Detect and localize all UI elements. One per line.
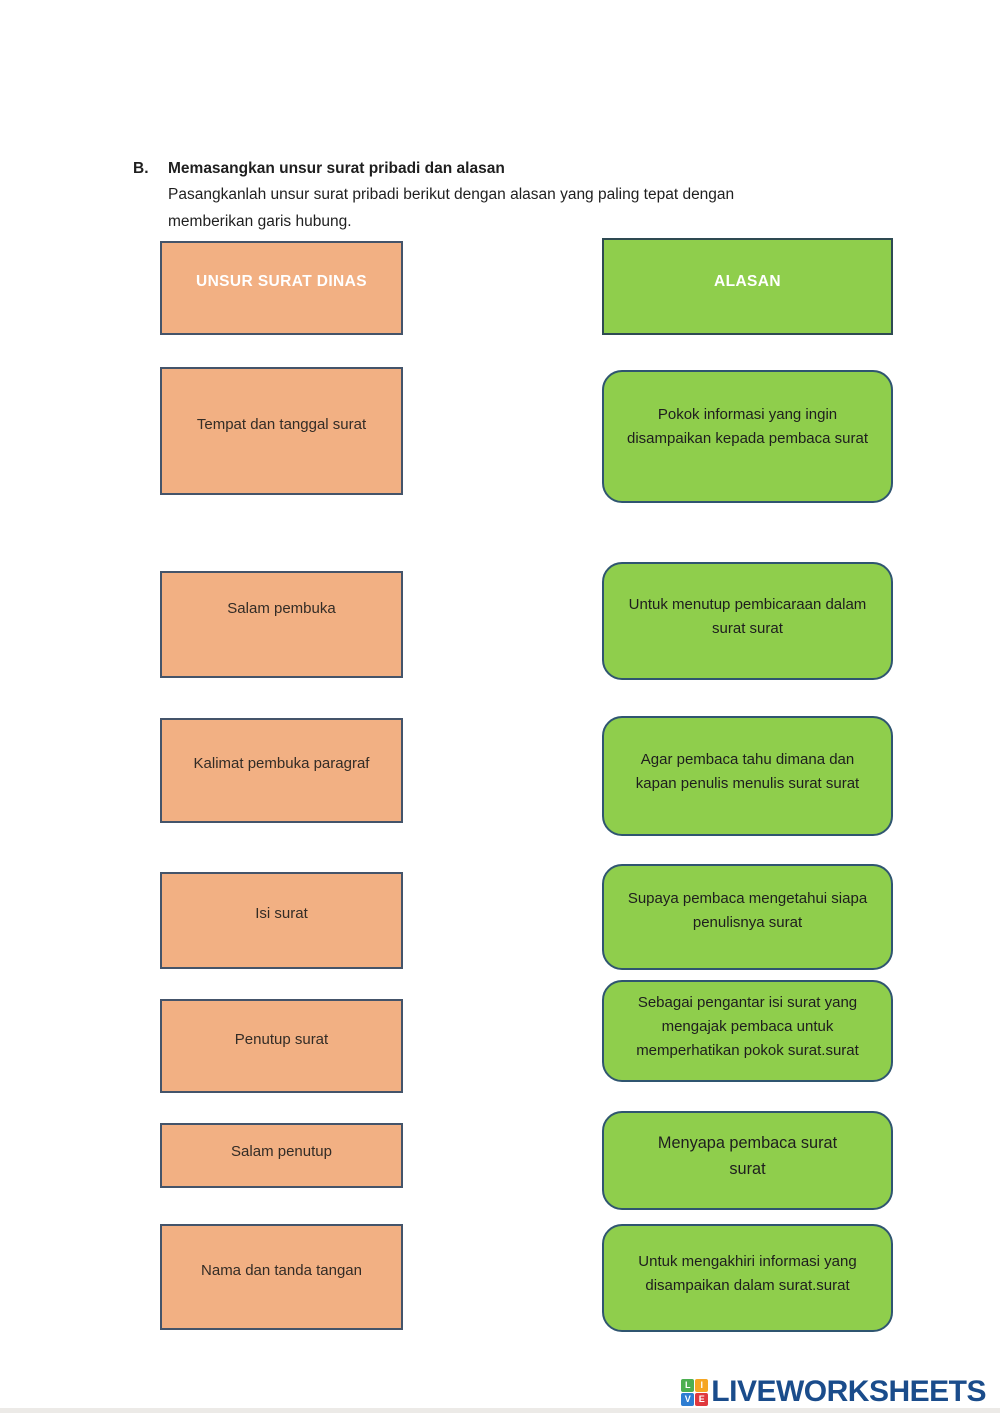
section-body: Memasangkan unsur surat pribadi dan alas… — [168, 156, 788, 235]
left-column-header: UNSUR SURAT DINAS — [160, 241, 403, 335]
unsur-box-penutup-surat[interactable]: Penutup surat — [160, 999, 403, 1093]
unsur-box-salam-pembuka[interactable]: Salam pembuka — [160, 571, 403, 678]
alasan-box-menutup-pembicaraan[interactable]: Untuk menutup pembicaraan dalam surat su… — [602, 562, 893, 680]
alasan-box-siapa-penulis[interactable]: Supaya pembaca mengetahui siapa penulisn… — [602, 864, 893, 970]
liveworksheets-footer[interactable]: L I V E LIVEWORKSHEETS — [681, 1377, 986, 1407]
unsur-box-kalimat-pembuka[interactable]: Kalimat pembuka paragraf — [160, 718, 403, 823]
alasan-box-mengakhiri-informasi[interactable]: Untuk mengakhiri informasi yang disampai… — [602, 1224, 893, 1332]
liveworksheets-wordmark: LIVEWORKSHEETS — [711, 1375, 986, 1408]
unsur-box-nama-tanda-tangan[interactable]: Nama dan tanda tangan — [160, 1224, 403, 1330]
liveworksheets-logo-icon: L I V E — [681, 1378, 709, 1406]
unsur-box-salam-penutup[interactable]: Salam penutup — [160, 1123, 403, 1188]
alasan-box-dimana-kapan[interactable]: Agar pembaca tahu dimana dan kapan penul… — [602, 716, 893, 836]
logo-letter-v: V — [681, 1392, 695, 1406]
unsur-box-tempat-tanggal[interactable]: Tempat dan tanggal surat — [160, 367, 403, 495]
unsur-box-isi-surat[interactable]: Isi surat — [160, 872, 403, 969]
section-label: B. — [133, 160, 149, 177]
alasan-box-pokok-informasi[interactable]: Pokok informasi yang ingin disampaikan k… — [602, 370, 893, 503]
alasan-box-pengantar-isi[interactable]: Sebagai pengantar isi surat yang mengaja… — [602, 980, 893, 1082]
logo-letter-l: L — [681, 1378, 695, 1392]
page-bottom-edge — [0, 1408, 1000, 1413]
section-heading: B. Memasangkan unsur surat pribadi dan a… — [133, 156, 788, 235]
section-instructions: Pasangkanlah unsur surat pribadi berikut… — [168, 186, 735, 230]
section-title: Memasangkan unsur surat pribadi dan alas… — [168, 160, 505, 177]
alasan-box-menyapa-pembaca[interactable]: Menyapa pembaca surat surat — [602, 1111, 893, 1210]
logo-letter-e: E — [695, 1392, 709, 1406]
logo-letter-i: I — [695, 1378, 709, 1392]
right-column-header: ALASAN — [602, 238, 893, 335]
